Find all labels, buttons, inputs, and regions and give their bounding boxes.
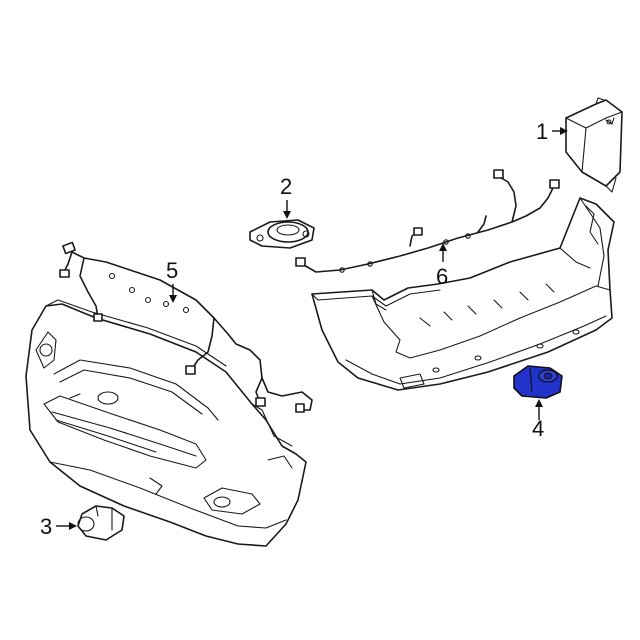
callout-6: 6 xyxy=(436,243,448,289)
part-5-front-wiring-harness xyxy=(59,241,313,413)
callout-4: 4 xyxy=(532,399,544,441)
front-bumper xyxy=(25,299,307,547)
part-6-rear-wiring-harness xyxy=(295,169,560,273)
callout-2: 2 xyxy=(280,174,292,219)
part-3-front-sensor xyxy=(77,505,125,541)
callout-1: 1 xyxy=(536,119,568,144)
callout-3: 3 xyxy=(40,514,77,539)
rear-bumper xyxy=(311,197,615,391)
part-1-control-module xyxy=(565,97,623,193)
callout-6-number: 6 xyxy=(436,264,448,289)
callout-2-number: 2 xyxy=(280,174,292,199)
callout-4-number: 4 xyxy=(532,416,544,441)
callout-1-number: 1 xyxy=(536,119,548,144)
part-4-rear-sensor xyxy=(513,365,563,399)
callout-3-number: 3 xyxy=(40,514,52,539)
callout-5-number: 5 xyxy=(166,258,178,283)
part-2-buzzer xyxy=(249,219,315,249)
sensor-body xyxy=(513,365,563,399)
callout-5: 5 xyxy=(166,258,178,303)
